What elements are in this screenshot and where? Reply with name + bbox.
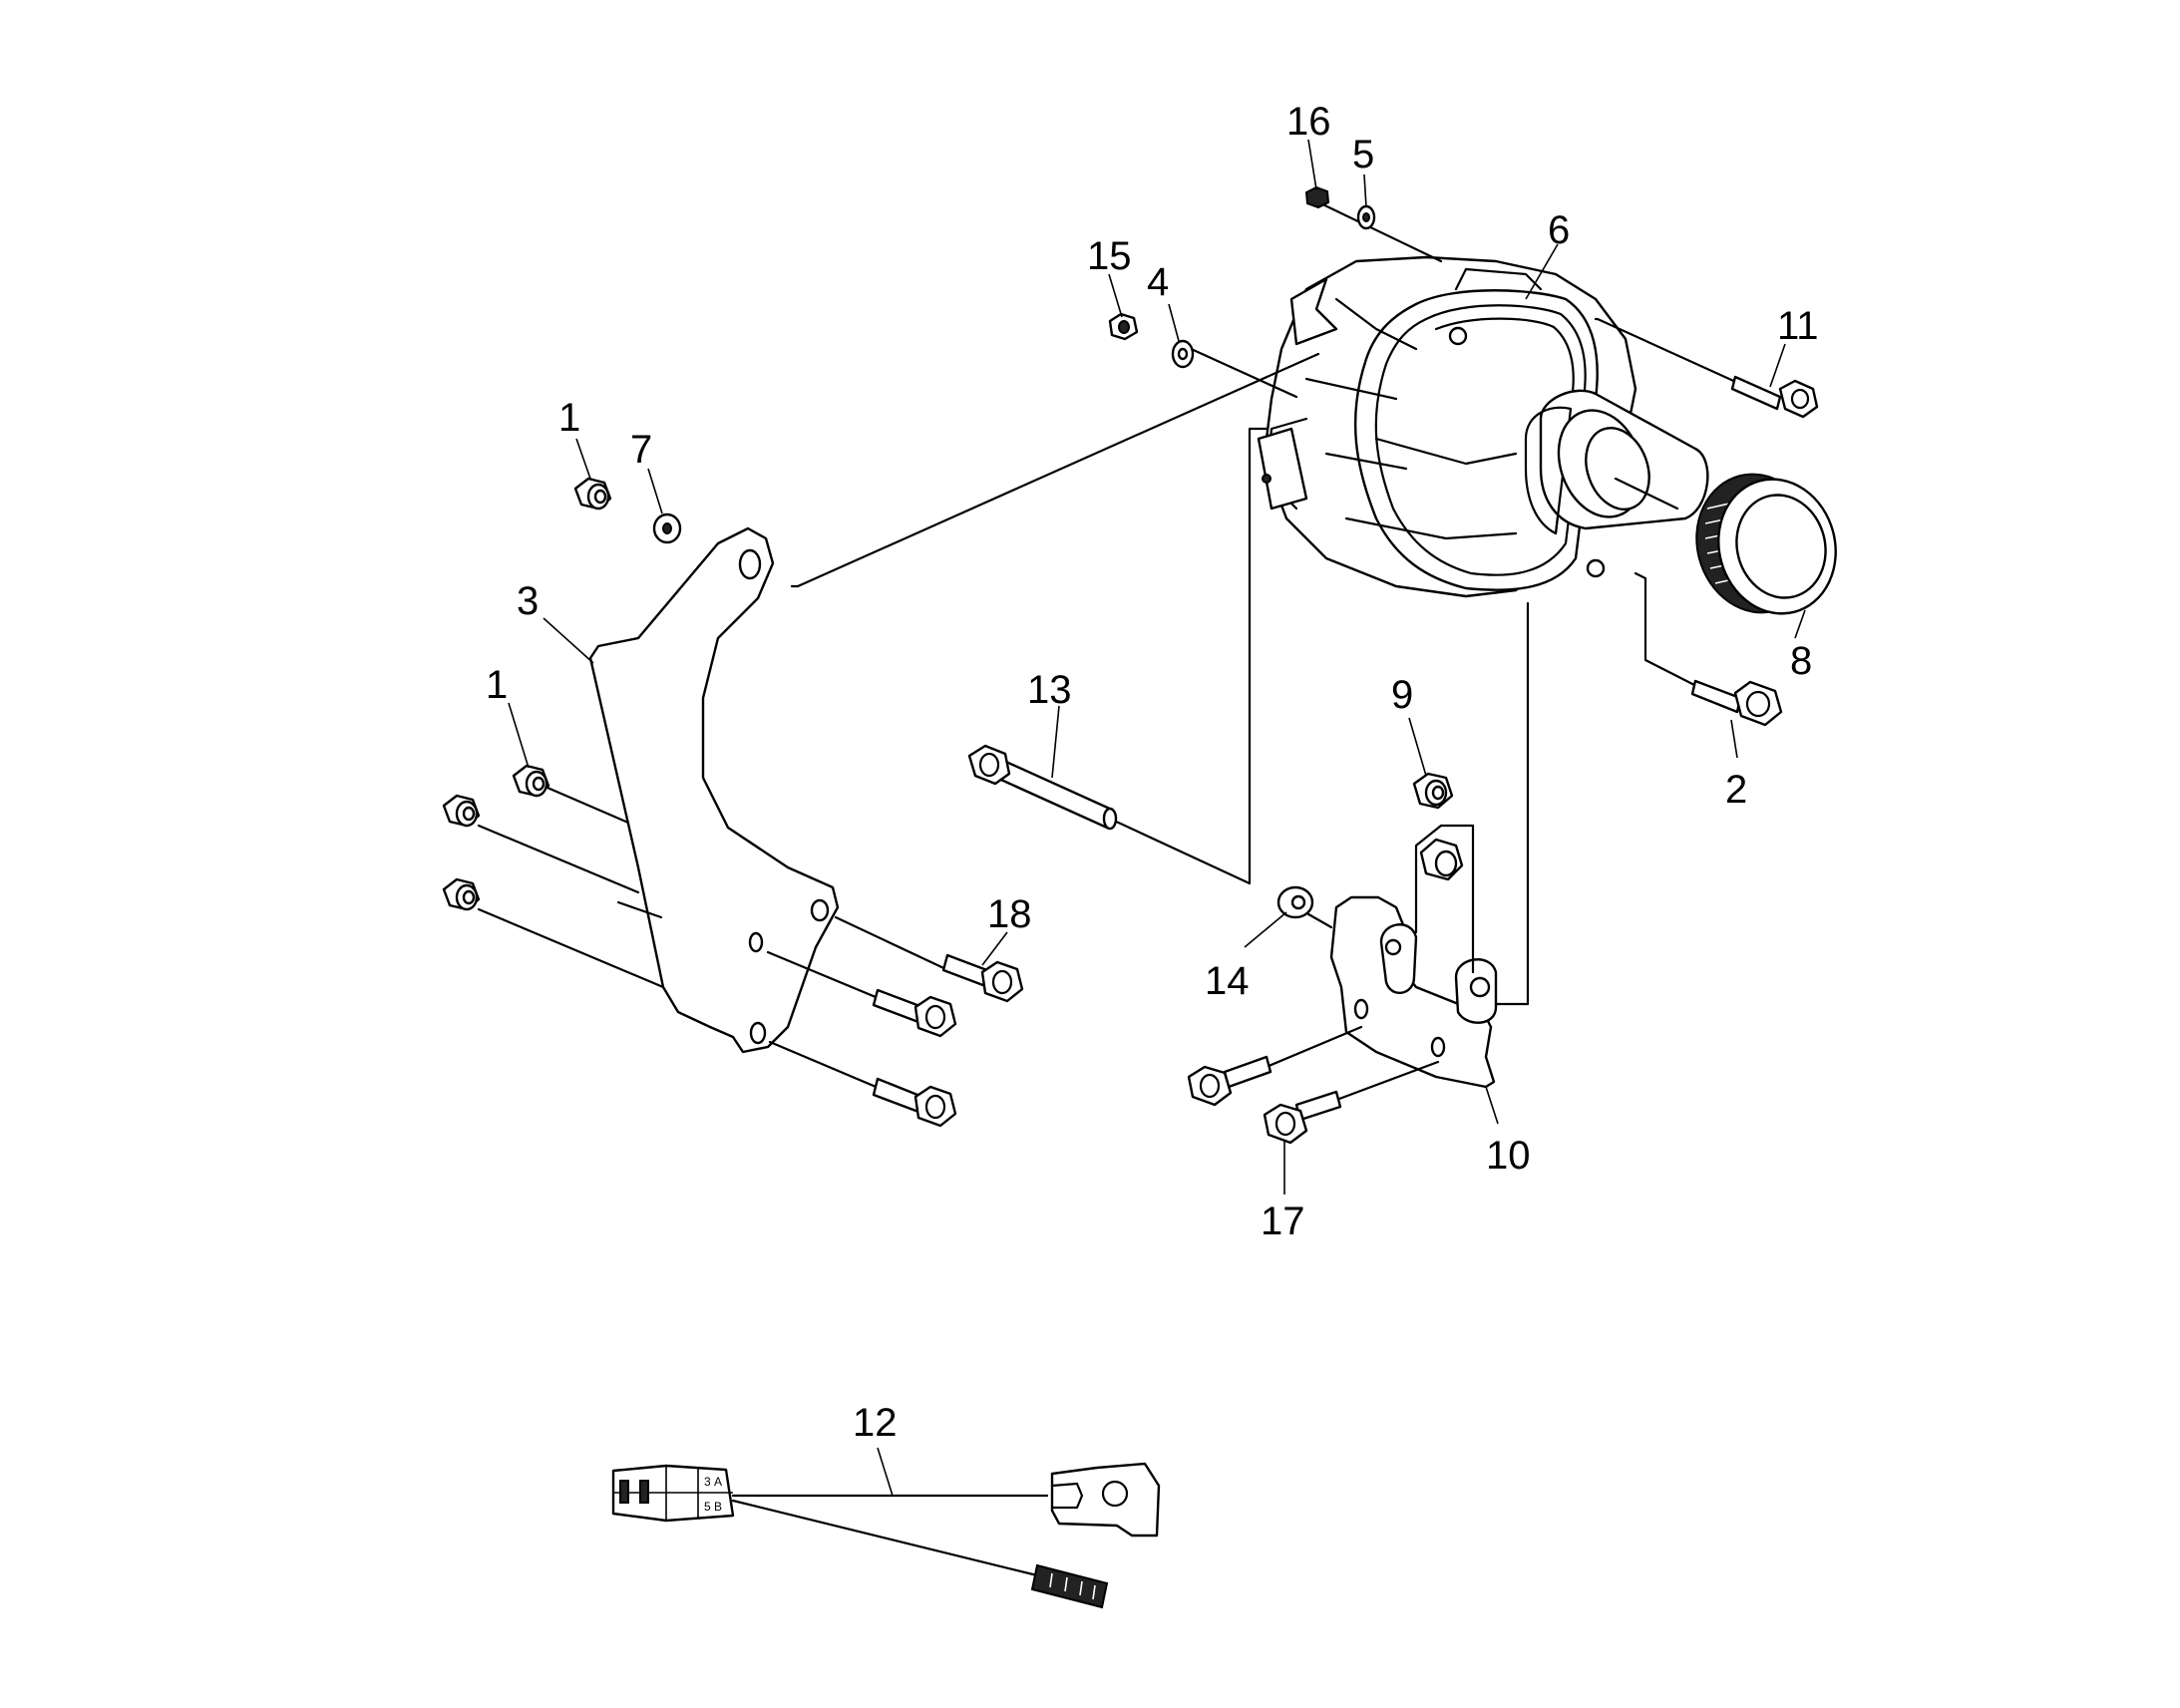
bolt-2: [1690, 679, 1783, 727]
nut-1-lower: [512, 764, 550, 798]
alternator: [1257, 255, 1709, 598]
bolt-17b: [1263, 1090, 1342, 1145]
callout-8: 8: [1790, 639, 1812, 683]
callout-17: 17: [1261, 1199, 1305, 1243]
connector-label-3: 3: [704, 1475, 711, 1489]
callout-leaders: [508, 139, 1806, 1497]
bracket: [588, 526, 840, 1054]
callout-12: 12: [853, 1401, 898, 1445]
bolt-13: [967, 744, 1118, 831]
callout-14: 14: [1205, 959, 1250, 1003]
connector-label-5: 5: [704, 1500, 711, 1514]
nut-1-upper: [573, 477, 612, 511]
bolt-18c: [872, 1077, 957, 1128]
connector-label-a: A: [714, 1475, 722, 1489]
bolt-17a: [1187, 1055, 1272, 1107]
callout-11: 11: [1777, 304, 1819, 348]
callout-numbers: 16 5 6 15 4 11 1 7 3 8 1 13 9 2 18 14 10…: [486, 100, 1819, 1445]
nut-9: [1412, 772, 1454, 810]
callout-6: 6: [1548, 208, 1570, 252]
callout-2: 2: [1725, 768, 1747, 812]
callout-5: 5: [1352, 133, 1374, 176]
callout-4: 4: [1147, 260, 1169, 304]
callout-3: 3: [517, 579, 539, 623]
callout-9: 9: [1391, 673, 1413, 717]
bolt-18b: [872, 988, 957, 1038]
callout-1-upper: 1: [558, 396, 580, 440]
bolt-18a: [941, 953, 1024, 1003]
nut-9-lower: [1419, 838, 1464, 881]
callout-7: 7: [630, 428, 652, 472]
callout-1-lower: 1: [486, 663, 508, 707]
callout-10: 10: [1486, 1134, 1531, 1178]
washer-5: [1356, 204, 1376, 230]
assembly-lines: [477, 197, 1742, 1104]
callout-15: 15: [1087, 234, 1132, 278]
lower-bracket: [1329, 895, 1498, 1089]
nut-15: [1108, 312, 1139, 341]
nut-16: [1304, 185, 1330, 209]
washer-7: [652, 512, 682, 544]
wire-harness: 3 A 5 B: [611, 1462, 1161, 1609]
pulley: [1695, 473, 1837, 615]
fasteners: [442, 185, 1819, 1145]
connector-label-b: B: [714, 1500, 722, 1514]
callout-13: 13: [1027, 668, 1072, 712]
callout-16: 16: [1286, 100, 1331, 144]
washer-14: [1276, 885, 1314, 919]
nut-left-2: [442, 877, 481, 911]
bolt-11: [1730, 375, 1819, 419]
washer-4: [1171, 339, 1195, 369]
nut-left-1: [442, 794, 481, 828]
callout-18: 18: [987, 892, 1032, 936]
